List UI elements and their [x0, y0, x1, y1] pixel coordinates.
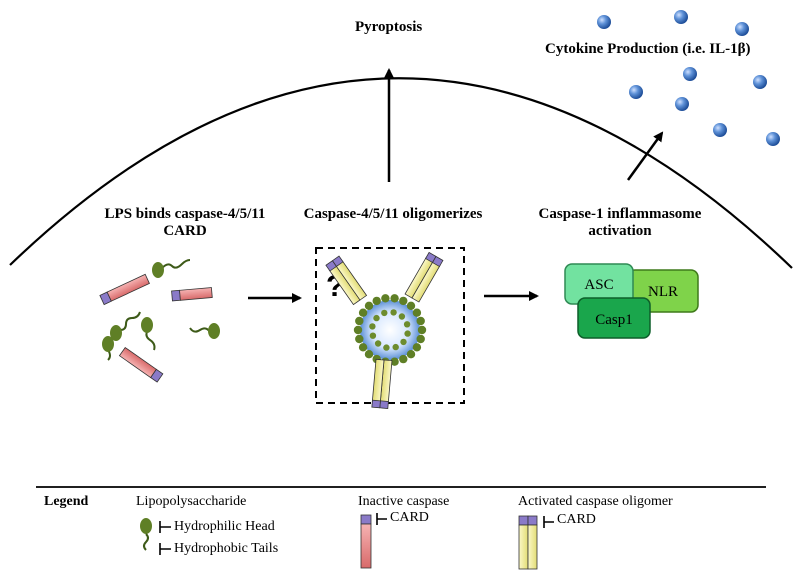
inflammasome-complex: NLR ASC Casp1 [564, 263, 699, 339]
legend-lps-glyph [140, 518, 171, 555]
oligomer-box [315, 247, 465, 404]
micelle-head [416, 334, 425, 344]
active-caspase-arm [404, 251, 444, 303]
lps-molecule [102, 336, 114, 361]
lps-molecule [152, 259, 191, 278]
cytokine-ball [674, 10, 688, 24]
lps-molecules [102, 259, 220, 361]
cytokine-ball [597, 15, 611, 29]
micelle-head [404, 330, 411, 337]
micelle-head [358, 308, 368, 317]
micelle-head [392, 343, 399, 351]
cytokine-ball [735, 22, 749, 36]
micelle-head [398, 313, 406, 320]
micelle-head [412, 343, 422, 352]
active-caspase-arm [325, 255, 368, 306]
step1-label: LPS binds caspase-4/5/11 CARD [80, 206, 290, 240]
micelle-head [355, 334, 364, 344]
legend-inactive-caspase-glyph [360, 513, 387, 569]
step3-label: Caspase-1 inflammasome activation [520, 206, 720, 240]
cytokine-balls [597, 10, 780, 146]
casp1-block: Casp1 [577, 297, 651, 339]
cytokine-ball [713, 123, 727, 137]
micelle-head [406, 350, 416, 359]
nlr-label: NLR [648, 284, 678, 300]
legend-lps-header: Lipopolysaccharide [136, 494, 247, 509]
micelle-head [364, 350, 374, 359]
legend-active-card: CARD [557, 512, 596, 527]
micelle-head [390, 309, 397, 316]
cytokine-ball [683, 67, 697, 81]
micelle-head [381, 294, 390, 303]
legend-head-label: Hydrophilic Head [174, 519, 275, 534]
step3-label-line1: Caspase-1 inflammasome [538, 206, 702, 222]
step1-label-line2: CARD [163, 223, 207, 239]
micelle-head [369, 332, 377, 339]
step3-label-line2: activation [588, 223, 652, 239]
active-caspase-arms [325, 251, 444, 409]
micelle-head [390, 357, 399, 366]
asc-block: ASC [564, 263, 634, 305]
micelle-head [406, 301, 416, 310]
cytokine-ball [753, 75, 767, 89]
micelle-head [381, 309, 388, 317]
pyroptosis-label: Pyroptosis [355, 19, 423, 35]
cytokine-ball [675, 97, 689, 111]
micelle-head [399, 296, 408, 306]
micelle-head [373, 314, 380, 322]
lps-molecule [110, 311, 141, 341]
active-caspase-arm [371, 358, 393, 409]
casp1-label: Casp1 [595, 312, 633, 328]
asc-label: ASC [584, 277, 613, 293]
cytokine-ball [629, 85, 643, 99]
micelle-head [374, 340, 382, 347]
legend-active-header: Activated caspase oligomer [518, 494, 673, 509]
step1-label-line1: LPS binds caspase-4/5/11 [104, 206, 266, 222]
lps-micelle [353, 294, 427, 366]
inactive-caspase [99, 273, 150, 306]
inactive-caspase [118, 346, 164, 383]
lps-molecule [141, 317, 156, 351]
micelle-head [372, 296, 381, 306]
micelle-head [400, 338, 407, 346]
step2-label: Caspase-4/5/11 oligomerizes [303, 206, 483, 222]
arrow-to-cytokine [626, 131, 664, 181]
micelle-head [353, 325, 363, 335]
micelle-head [358, 343, 368, 352]
legend-tails-label: Hydrophobic Tails [174, 541, 279, 556]
lps-molecule [189, 323, 220, 339]
micelle-head [412, 308, 422, 317]
inactive-caspases [99, 273, 213, 383]
cytokine-label: Cytokine Production (i.e. IL-1β) [545, 41, 751, 57]
micelle-head [417, 325, 427, 335]
micelle-head [369, 323, 376, 330]
micelle-head [383, 344, 390, 351]
cell-membrane [9, 77, 793, 269]
legend-inactive-card: CARD [390, 510, 429, 525]
inactive-caspase [171, 287, 213, 302]
micelle-head [403, 321, 411, 328]
micelle-head [399, 354, 408, 364]
micelle-head [390, 294, 399, 303]
legend-inactive-header: Inactive caspase [358, 494, 450, 509]
micelle-head [364, 301, 374, 310]
legend-active-caspase-glyph [518, 515, 554, 570]
legend-title: Legend [44, 494, 89, 509]
micelle-head [416, 316, 425, 326]
micelle-head [355, 316, 364, 326]
cytokine-ball [766, 132, 780, 146]
